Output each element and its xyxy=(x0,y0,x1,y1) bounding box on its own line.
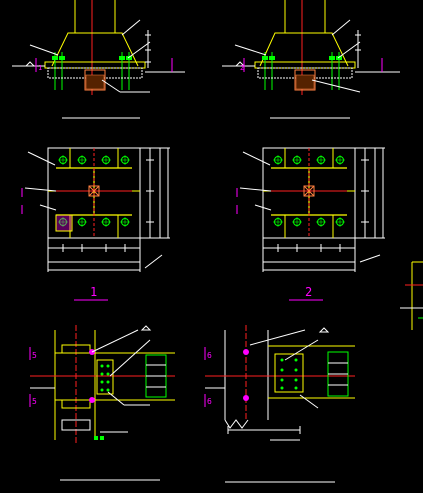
base-plate-plan-2: 2 xyxy=(236,147,385,301)
connection-detail-6: 6 6 xyxy=(204,325,355,483)
connection-detail-5: 5 5 xyxy=(29,325,175,481)
section-6-bottom: 6 xyxy=(207,397,212,406)
base-1-label: 1 xyxy=(38,64,42,72)
plan-2-label: 2 xyxy=(305,285,312,299)
section-6-top: 6 xyxy=(207,351,212,360)
base-detail-elevation-1 xyxy=(12,0,185,119)
base-detail-elevation-2 xyxy=(222,0,400,119)
partial-detail-right-edge xyxy=(400,261,423,330)
section-5-top: 5 xyxy=(32,351,37,360)
section-5-bottom: 5 xyxy=(32,397,37,406)
base-2-label: 2 xyxy=(240,64,244,72)
plan-1-label: 1 xyxy=(90,285,97,299)
base-plate-plan-1: 1 xyxy=(21,147,170,301)
